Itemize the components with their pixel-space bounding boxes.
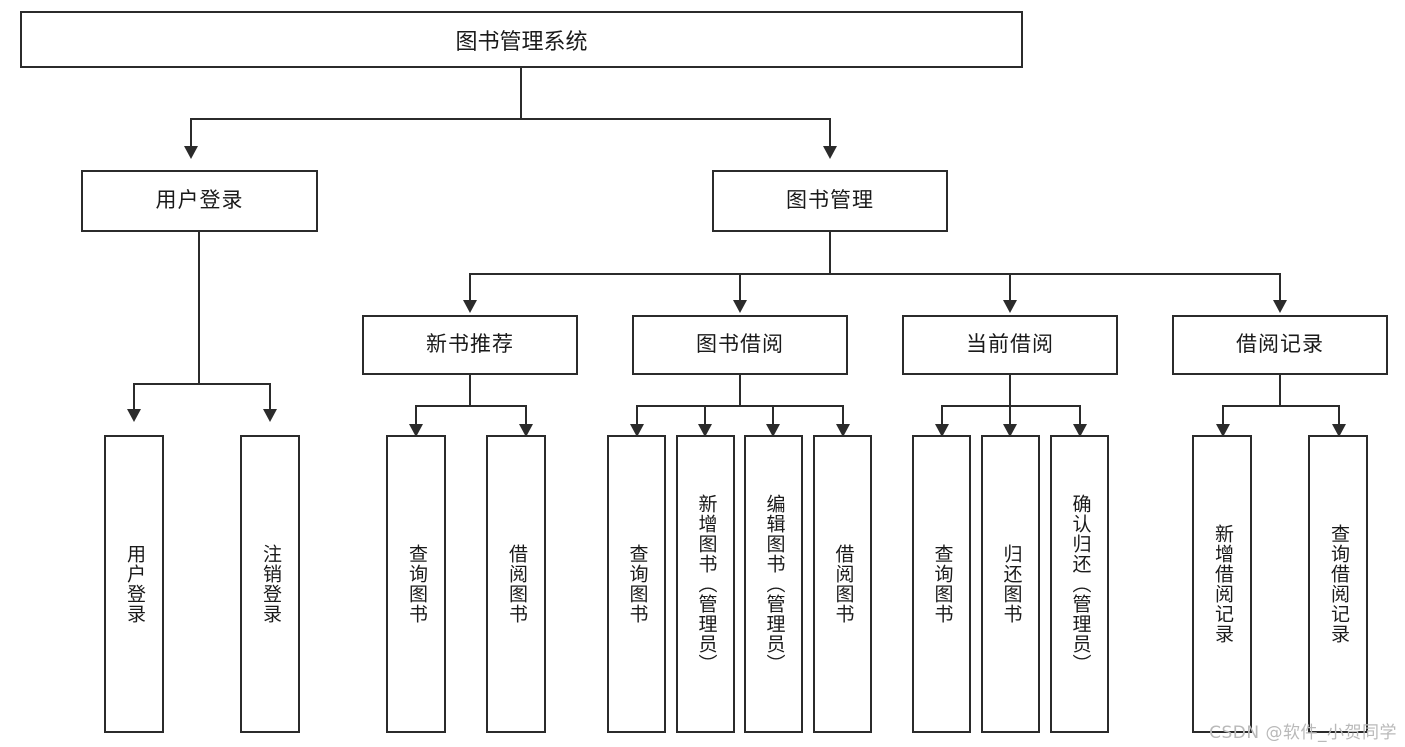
arrowhead-to-user-login [184, 146, 198, 159]
arrowhead-bb-leaf-1 [698, 424, 712, 437]
edge-to-current-borrow [1009, 273, 1011, 301]
edge-new-book-recommend-stem [469, 375, 471, 406]
edge-root-bus [190, 118, 831, 120]
leaf-label: 新增借阅记录 [1211, 524, 1234, 644]
leaf-label: 查询图书 [405, 544, 428, 624]
leaf-book-borrow-1[interactable]: 新增图书（管理员） [676, 435, 735, 733]
edge-cb-drop-1 [1009, 405, 1011, 429]
node-book-borrow[interactable]: 图书借阅 [632, 315, 848, 375]
leaf-label: 新增图书（管理员） [695, 494, 718, 674]
edge-user-login-stem [198, 232, 200, 384]
node-label: 借阅记录 [1236, 332, 1324, 357]
arrowhead-cb-leaf-2 [1073, 424, 1087, 437]
arrowhead-bb-leaf-0 [630, 424, 644, 437]
leaf-borrow-record-1[interactable]: 查询借阅记录 [1308, 435, 1368, 733]
arrowhead-user-login-leaf-1 [263, 409, 277, 422]
edge-cb-drop-2 [1079, 405, 1081, 429]
leaf-borrow-record-0[interactable]: 新增借阅记录 [1192, 435, 1252, 733]
edge-br-drop-0 [1222, 405, 1224, 429]
edge-nbr-drop-1 [525, 405, 527, 429]
edge-borrow-record-bus [1222, 405, 1340, 407]
leaf-label: 查询借阅记录 [1327, 524, 1350, 644]
arrowhead-nbr-leaf-0 [409, 424, 423, 437]
edge-book-management-stem [829, 232, 831, 274]
edge-user-login-bus [133, 383, 271, 385]
arrowhead-to-book-management [823, 146, 837, 159]
edge-current-borrow-bus [941, 405, 1081, 407]
leaf-book-borrow-2[interactable]: 编辑图书（管理员） [744, 435, 803, 733]
leaf-label: 确认归还（管理员） [1069, 494, 1092, 674]
edge-to-book-borrow [739, 273, 741, 301]
edge-to-new-book-recommend [469, 273, 471, 301]
edge-nbr-drop-0 [415, 405, 417, 429]
leaf-label: 注销登录 [259, 544, 282, 624]
arrowhead-book-borrow [733, 300, 747, 313]
leaf-label: 用户登录 [123, 544, 146, 624]
node-user-login[interactable]: 用户登录 [81, 170, 318, 232]
edge-bb-drop-3 [842, 405, 844, 429]
edge-borrow-record-stem [1279, 375, 1281, 406]
arrowhead-nbr-leaf-1 [519, 424, 533, 437]
arrowhead-cb-leaf-1 [1003, 424, 1017, 437]
node-borrow-record[interactable]: 借阅记录 [1172, 315, 1388, 375]
edge-root-to-book-management [829, 118, 831, 148]
arrowhead-borrow-record [1273, 300, 1287, 313]
node-label: 用户登录 [155, 188, 244, 213]
edge-bb-drop-2 [772, 405, 774, 429]
leaf-current-borrow-0[interactable]: 查询图书 [912, 435, 971, 733]
leaf-label: 编辑图书（管理员） [763, 494, 786, 674]
arrowhead-cb-leaf-0 [935, 424, 949, 437]
leaf-current-borrow-1[interactable]: 归还图书 [981, 435, 1040, 733]
arrowhead-current-borrow [1003, 300, 1017, 313]
edge-new-book-recommend-bus [415, 405, 527, 407]
edge-root-stem [520, 68, 522, 119]
leaf-book-borrow-0[interactable]: 查询图书 [607, 435, 666, 733]
node-new-book-recommend[interactable]: 新书推荐 [362, 315, 578, 375]
arrowhead-br-leaf-1 [1332, 424, 1346, 437]
edge-book-borrow-bus [636, 405, 844, 407]
node-label: 图书管理 [786, 188, 874, 213]
node-label: 新书推荐 [426, 332, 514, 357]
leaf-new-book-recommend-1[interactable]: 借阅图书 [486, 435, 546, 733]
leaf-label: 查询图书 [931, 544, 954, 624]
leaf-current-borrow-2[interactable]: 确认归还（管理员） [1050, 435, 1109, 733]
edge-bb-drop-0 [636, 405, 638, 429]
edge-to-borrow-record [1279, 273, 1281, 301]
arrowhead-bb-leaf-2 [766, 424, 780, 437]
leaf-book-borrow-3[interactable]: 借阅图书 [813, 435, 872, 733]
edge-book-borrow-stem [739, 375, 741, 406]
leaf-label: 查询图书 [626, 544, 649, 624]
leaf-user-login-0[interactable]: 用户登录 [104, 435, 164, 733]
watermark-text: CSDN @软件_小贺同学 [1209, 723, 1397, 743]
edge-bb-drop-1 [704, 405, 706, 429]
edge-level3-bus [469, 273, 1281, 275]
arrowhead-bb-leaf-3 [836, 424, 850, 437]
node-label: 图书借阅 [696, 332, 784, 357]
edge-current-borrow-stem [1009, 375, 1011, 406]
edge-user-login-drop-1 [269, 383, 271, 411]
leaf-label: 借阅图书 [505, 544, 528, 624]
edge-cb-drop-0 [941, 405, 943, 429]
arrowhead-br-leaf-0 [1216, 424, 1230, 437]
edge-br-drop-1 [1338, 405, 1340, 429]
leaf-label: 借阅图书 [832, 544, 855, 624]
leaf-user-login-1[interactable]: 注销登录 [240, 435, 300, 733]
edge-user-login-drop-0 [133, 383, 135, 411]
leaf-new-book-recommend-0[interactable]: 查询图书 [386, 435, 446, 733]
arrowhead-user-login-leaf-0 [127, 409, 141, 422]
node-root-book-management-system[interactable]: 图书管理系统 [20, 11, 1023, 68]
node-current-borrow[interactable]: 当前借阅 [902, 315, 1118, 375]
leaf-label: 归还图书 [1000, 544, 1023, 624]
arrowhead-new-book-recommend [463, 300, 477, 313]
node-label: 图书管理系统 [455, 29, 588, 55]
node-book-management[interactable]: 图书管理 [712, 170, 948, 232]
edge-root-to-user-login [190, 118, 192, 148]
node-label: 当前借阅 [966, 332, 1054, 357]
